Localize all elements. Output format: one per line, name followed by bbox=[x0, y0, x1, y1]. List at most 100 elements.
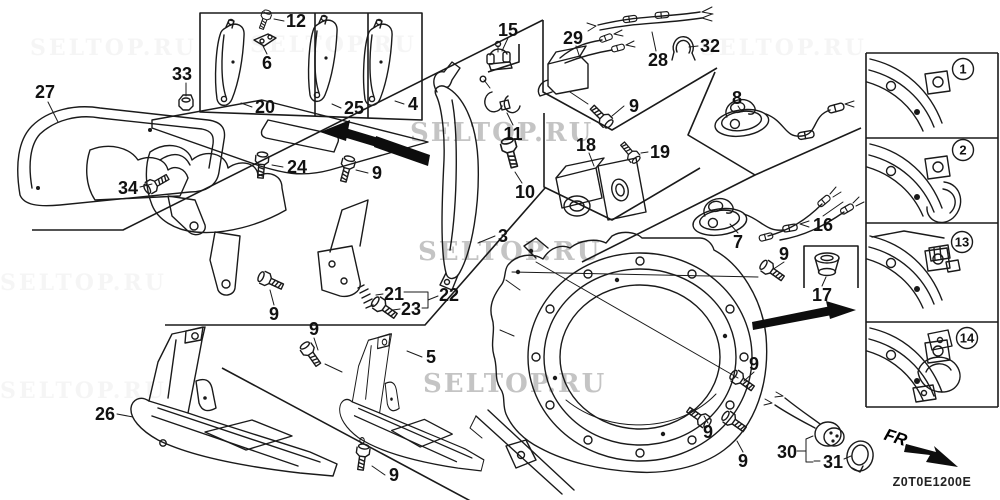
bracket-21-23-22 bbox=[403, 291, 439, 309]
part-33-nut bbox=[178, 94, 194, 111]
direction-arrows bbox=[320, 120, 856, 330]
watermark-text: SELTOP.RU bbox=[410, 118, 593, 148]
callout-17: 17 bbox=[812, 285, 832, 305]
detail-arrow-left-shaft bbox=[340, 127, 382, 148]
callout-15: 15 bbox=[498, 20, 518, 40]
callout-23: 23 bbox=[401, 299, 421, 319]
part-17-grommet bbox=[814, 252, 840, 277]
zone-box-sensor-group bbox=[687, 71, 862, 176]
leader-lines bbox=[47, 18, 852, 476]
callout-22: 22 bbox=[439, 285, 459, 305]
detail-arrow-left-shaft2 bbox=[374, 136, 430, 166]
part-29-ignition-coil bbox=[537, 29, 636, 97]
callout-9-5: 9 bbox=[309, 319, 319, 339]
watermark-faint: SELTOP.RU bbox=[0, 270, 167, 296]
callout-6: 6 bbox=[262, 53, 272, 73]
panel-grid bbox=[865, 52, 999, 408]
detail-box-20-25-4 bbox=[199, 12, 423, 121]
callout-25: 25 bbox=[344, 98, 364, 118]
callout-33: 33 bbox=[172, 64, 192, 84]
callout-34: 34 bbox=[118, 178, 138, 198]
callout-28: 28 bbox=[648, 50, 668, 70]
callout-19: 19 bbox=[650, 142, 670, 162]
detail-box-17 bbox=[803, 245, 859, 288]
callout-30: 30 bbox=[777, 442, 797, 462]
detail-panel-2: 2 bbox=[866, 138, 975, 224]
callout-3: 3 bbox=[498, 226, 508, 246]
part-28-wire-harness bbox=[586, 6, 714, 32]
callout-9-9: 9 bbox=[738, 451, 748, 471]
part-18-stop-switch bbox=[555, 157, 647, 221]
zone-line-left bbox=[32, 19, 544, 231]
callout-11: 11 bbox=[503, 124, 522, 144]
watermark-faint: SELTOP.RU bbox=[30, 35, 197, 61]
part-8-switch bbox=[711, 95, 855, 141]
callout-9-8: 9 bbox=[703, 422, 713, 442]
part-12-bolt bbox=[256, 8, 274, 31]
detail-panel-14: 14 bbox=[866, 326, 979, 403]
part-9-bolt-8 bbox=[297, 339, 325, 370]
callout-7: 7 bbox=[733, 232, 743, 252]
detail-panel-column: 1 2 13 14 bbox=[865, 52, 999, 408]
watermark-text: SELTOP.RU bbox=[423, 369, 606, 399]
part-9-bolt-1 bbox=[336, 153, 358, 184]
group-boxes bbox=[32, 12, 862, 500]
callout-9-6: 9 bbox=[389, 465, 399, 485]
panel-ref-14: 14 bbox=[960, 331, 975, 346]
watermark-text: SELTOP.RU bbox=[418, 237, 601, 267]
zone-line-lower bbox=[165, 187, 546, 326]
panel-ref-2: 2 bbox=[959, 143, 966, 158]
panel-ref-1: 1 bbox=[959, 62, 966, 77]
panel-ref-circle bbox=[955, 326, 979, 350]
part-3-air-guide bbox=[433, 61, 480, 291]
callout-9-2: 9 bbox=[629, 96, 639, 116]
callout-26: 26 bbox=[95, 404, 115, 424]
watermark-faint: SELTOP.RU bbox=[250, 32, 417, 58]
panel-ref-13: 13 bbox=[955, 235, 969, 250]
callout-8: 8 bbox=[732, 88, 742, 108]
part-9-bolt-9 bbox=[353, 442, 372, 472]
part-20-cover bbox=[214, 18, 245, 107]
callout-9-3: 9 bbox=[779, 244, 789, 264]
callout-16: 16 bbox=[813, 215, 833, 235]
callout-18: 18 bbox=[576, 135, 596, 155]
detail-panel-1: 1 bbox=[866, 57, 975, 132]
part-27-cover bbox=[17, 106, 226, 236]
callout-20: 20 bbox=[255, 97, 275, 117]
callout-31: 31 bbox=[823, 452, 843, 472]
callout-24: 24 bbox=[287, 157, 307, 177]
part-9-bolt-7 bbox=[255, 269, 286, 294]
part-11-clamp bbox=[479, 75, 521, 114]
callout-21: 21 bbox=[384, 284, 404, 304]
callout-32: 32 bbox=[700, 36, 720, 56]
part-16-wire bbox=[758, 186, 865, 243]
watermark-faint: SELTOP.RU bbox=[700, 35, 867, 61]
part-31-ring bbox=[846, 440, 874, 473]
watermark-faint: SELTOP.RU bbox=[0, 378, 167, 404]
part-2-shroud-assembly bbox=[145, 99, 429, 298]
part-30-connector bbox=[763, 391, 845, 447]
callout-9-1: 9 bbox=[372, 163, 382, 183]
callout-9-4: 9 bbox=[269, 304, 279, 324]
part-1-fan-cover bbox=[490, 231, 768, 474]
callout-29: 29 bbox=[563, 28, 583, 48]
part-5-under-cover bbox=[339, 333, 485, 472]
part-21-spring bbox=[357, 284, 374, 309]
panel-ref-circle bbox=[951, 138, 975, 162]
zone-box-coil-group bbox=[542, 20, 718, 131]
callout-27: 27 bbox=[35, 82, 55, 102]
callout-10: 10 bbox=[515, 182, 535, 202]
fr-arrow-icon bbox=[904, 444, 958, 467]
callout-labels: 27 33 34 24 9 12 6 20 25 4 15 11 10 29 2… bbox=[35, 11, 843, 485]
part-6-clip bbox=[253, 33, 277, 47]
bracket-30-31 bbox=[796, 435, 814, 463]
detail-panel-13: 13 bbox=[866, 230, 974, 309]
callout-12: 12 bbox=[286, 11, 306, 31]
diagram-code: Z0T0E1200E bbox=[893, 475, 972, 489]
part-32-clip-band bbox=[671, 36, 696, 61]
detail-arrow-right-icon bbox=[826, 301, 856, 319]
zone-line-bottom bbox=[221, 367, 471, 500]
part-15-clamp bbox=[486, 40, 513, 71]
callout-9-7: 9 bbox=[749, 354, 759, 374]
